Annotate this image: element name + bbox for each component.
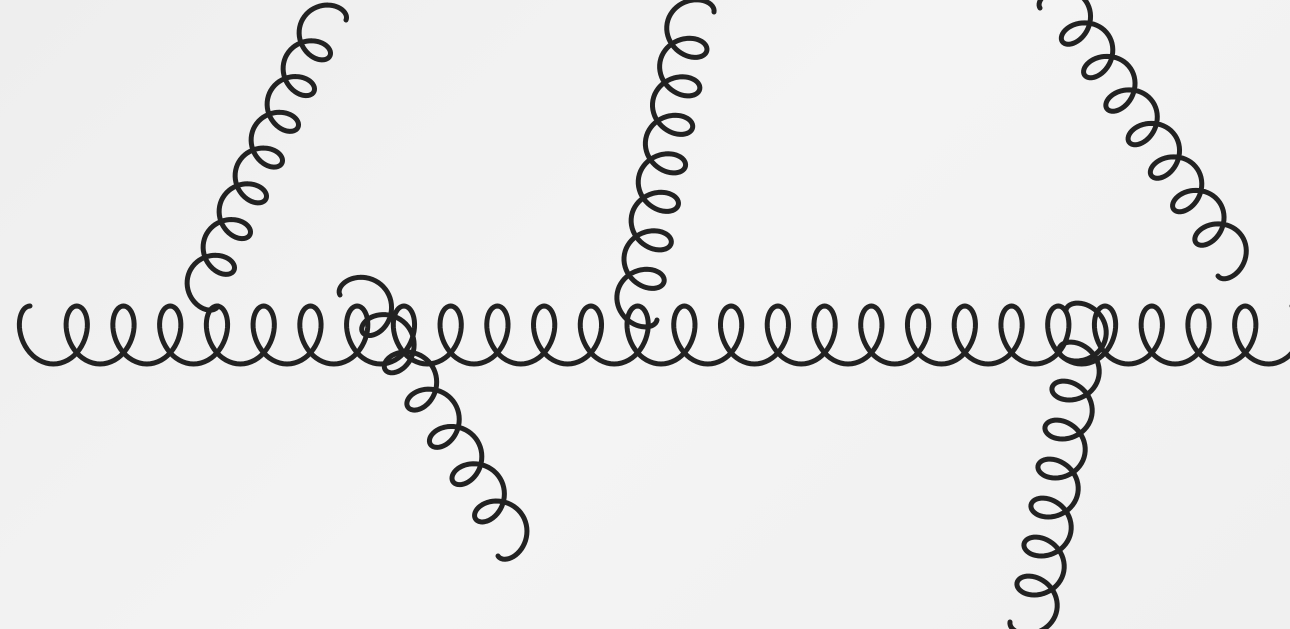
- gluon-lines: [19, 0, 1290, 629]
- gluon-upper-middle: [617, 0, 714, 327]
- gluon-upper-left: [187, 5, 346, 310]
- gluon-upper-right: [1039, 0, 1246, 279]
